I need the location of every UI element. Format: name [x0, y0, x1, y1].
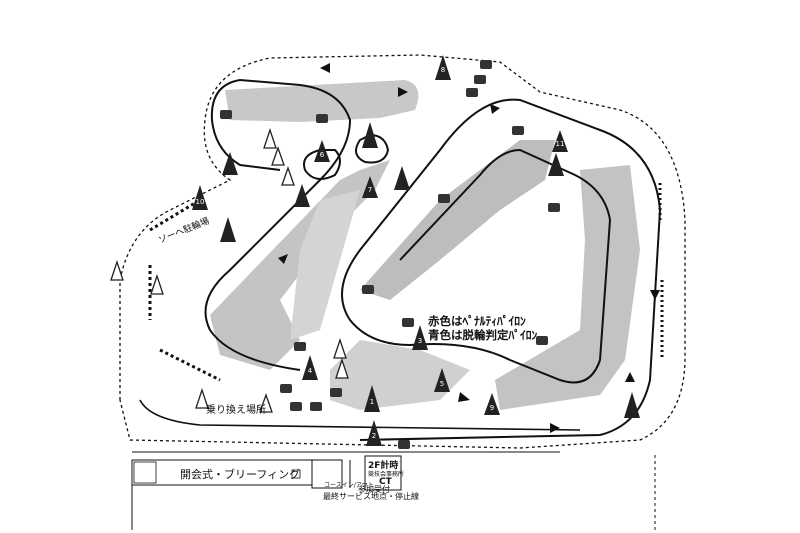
- cone: [624, 392, 640, 418]
- arrow: [458, 392, 470, 402]
- tire: [280, 384, 292, 393]
- tire: [466, 88, 478, 97]
- tire: [548, 203, 560, 212]
- cone: [366, 420, 382, 446]
- cone: [222, 152, 238, 175]
- tire: [474, 75, 486, 84]
- cone: [435, 55, 451, 80]
- tire: [512, 126, 524, 135]
- tire-stacks: [220, 60, 560, 449]
- tire: [480, 60, 492, 69]
- arrow: [490, 104, 500, 114]
- tire: [294, 342, 306, 351]
- track-line: [341, 98, 662, 441]
- arrow: [650, 290, 660, 300]
- small-cone: [263, 127, 277, 149]
- legend-red: 赤色はﾍﾟﾅﾙﾃｨﾊﾟｲﾛﾝ: [428, 314, 526, 328]
- entry-label: 参加受付: [358, 485, 390, 494]
- cone: [394, 166, 410, 190]
- small-cone: [259, 393, 273, 413]
- tire: [310, 402, 322, 411]
- cone-number: 6: [320, 151, 325, 159]
- transfer-area-label: 乗り換え場所: [206, 405, 266, 416]
- track-line-bottom: [139, 399, 581, 431]
- small-cone: [281, 166, 295, 186]
- building-box: [131, 459, 313, 486]
- tire: [402, 318, 414, 327]
- cone: [434, 368, 450, 392]
- cone-number: 11: [556, 140, 565, 148]
- infield-bottom: [330, 340, 470, 410]
- restroom-box: [133, 461, 157, 484]
- small-cone: [271, 146, 285, 166]
- arrow: [625, 372, 635, 382]
- cone: [294, 184, 310, 207]
- arrow: [398, 87, 408, 97]
- pit-box: [311, 459, 343, 489]
- small-cone: [150, 273, 164, 295]
- cone: [362, 176, 378, 198]
- cone-number: 10: [196, 198, 205, 206]
- cone: [552, 130, 568, 152]
- tire: [362, 285, 374, 294]
- infield-right: [495, 165, 640, 410]
- edge-dashes-left: [148, 198, 221, 382]
- small-cone: [333, 337, 347, 359]
- arrow: [320, 63, 330, 73]
- floor-sub-label: 競技会事務所: [368, 471, 405, 478]
- tire: [290, 402, 302, 411]
- cone-number: 8: [441, 66, 445, 74]
- infield-mid: [290, 190, 360, 340]
- tire: [536, 336, 548, 345]
- ct-label: CT: [379, 477, 392, 487]
- infield-top-left: [225, 80, 419, 122]
- tire: [220, 110, 232, 119]
- small-cone: [195, 387, 209, 409]
- legend-blue: 青色は脱輪判定ﾊﾟｲﾛﾝ: [428, 328, 538, 342]
- cone-number: 2: [372, 432, 376, 440]
- cone: [412, 325, 428, 350]
- small-cones: [110, 127, 349, 413]
- cone-number: 9: [490, 404, 494, 412]
- direction-arrows: [278, 63, 660, 433]
- tire: [330, 388, 342, 397]
- cone: [364, 385, 380, 412]
- small-square: [291, 469, 301, 479]
- cone: [192, 185, 208, 210]
- arrow: [278, 254, 288, 264]
- track-line-inner: [204, 78, 352, 371]
- cone-number: 4: [308, 367, 313, 375]
- cones: [192, 55, 640, 446]
- cone: [302, 355, 318, 380]
- office-box: [364, 455, 402, 491]
- tire: [398, 440, 410, 449]
- finish-line-label: 最終サービス地点・停止線: [323, 492, 419, 501]
- tire: [438, 194, 450, 203]
- opening-briefing-label: 開会式・ブリーフィング: [180, 468, 301, 481]
- cone: [484, 393, 500, 415]
- infield-center: [360, 140, 555, 300]
- cone-number: 1: [370, 398, 374, 406]
- floor-label: 2F計時: [368, 461, 399, 471]
- edge-dashes-right: [658, 180, 664, 360]
- cone: [220, 217, 236, 242]
- cone-number: 3: [418, 337, 422, 345]
- track-line-loop: [303, 133, 390, 180]
- cone-number: 7: [368, 186, 372, 194]
- cone: [314, 140, 330, 162]
- small-cone: [110, 259, 124, 281]
- cone: [362, 122, 378, 148]
- cone-number: 5: [440, 380, 444, 388]
- arrow: [550, 423, 560, 433]
- tire: [316, 114, 328, 123]
- course-in-out-label: コースイン/アウト: [324, 482, 374, 489]
- cone: [548, 153, 564, 176]
- small-cone: [335, 357, 349, 379]
